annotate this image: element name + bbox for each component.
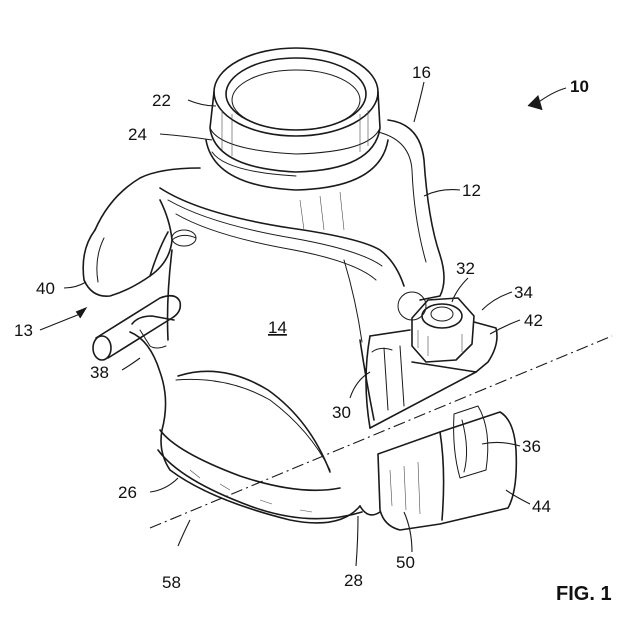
upper-housing <box>95 120 444 300</box>
ref-38: 38 <box>90 363 109 382</box>
left-ear <box>83 200 196 296</box>
right-clamp-ear <box>366 322 497 428</box>
ref-24: 24 <box>128 125 147 144</box>
ref-50: 50 <box>396 553 415 572</box>
ref-22: 22 <box>152 91 171 110</box>
ref-28: 28 <box>344 571 363 590</box>
ref-42: 42 <box>524 311 543 330</box>
lower-clamp-block <box>360 406 516 530</box>
ref-40: 40 <box>36 279 55 298</box>
ref-34: 34 <box>514 283 533 302</box>
ref-58: 58 <box>162 573 181 592</box>
ref-30: 30 <box>332 403 351 422</box>
ref-14: 14 <box>268 318 287 337</box>
ref-26: 26 <box>118 483 137 502</box>
outlet-pipe <box>206 48 388 190</box>
ref-12: 12 <box>462 181 481 200</box>
ref-36: 36 <box>522 437 541 456</box>
ref-16: 16 <box>412 63 431 82</box>
ref-44: 44 <box>532 497 551 516</box>
bolt-nut <box>398 292 474 362</box>
ref-10: 10 <box>570 77 589 96</box>
strap-band <box>130 332 362 523</box>
ref-32: 32 <box>456 259 475 278</box>
figure-label: FIG. 1 <box>556 583 612 605</box>
ref-13: 13 <box>14 321 33 340</box>
